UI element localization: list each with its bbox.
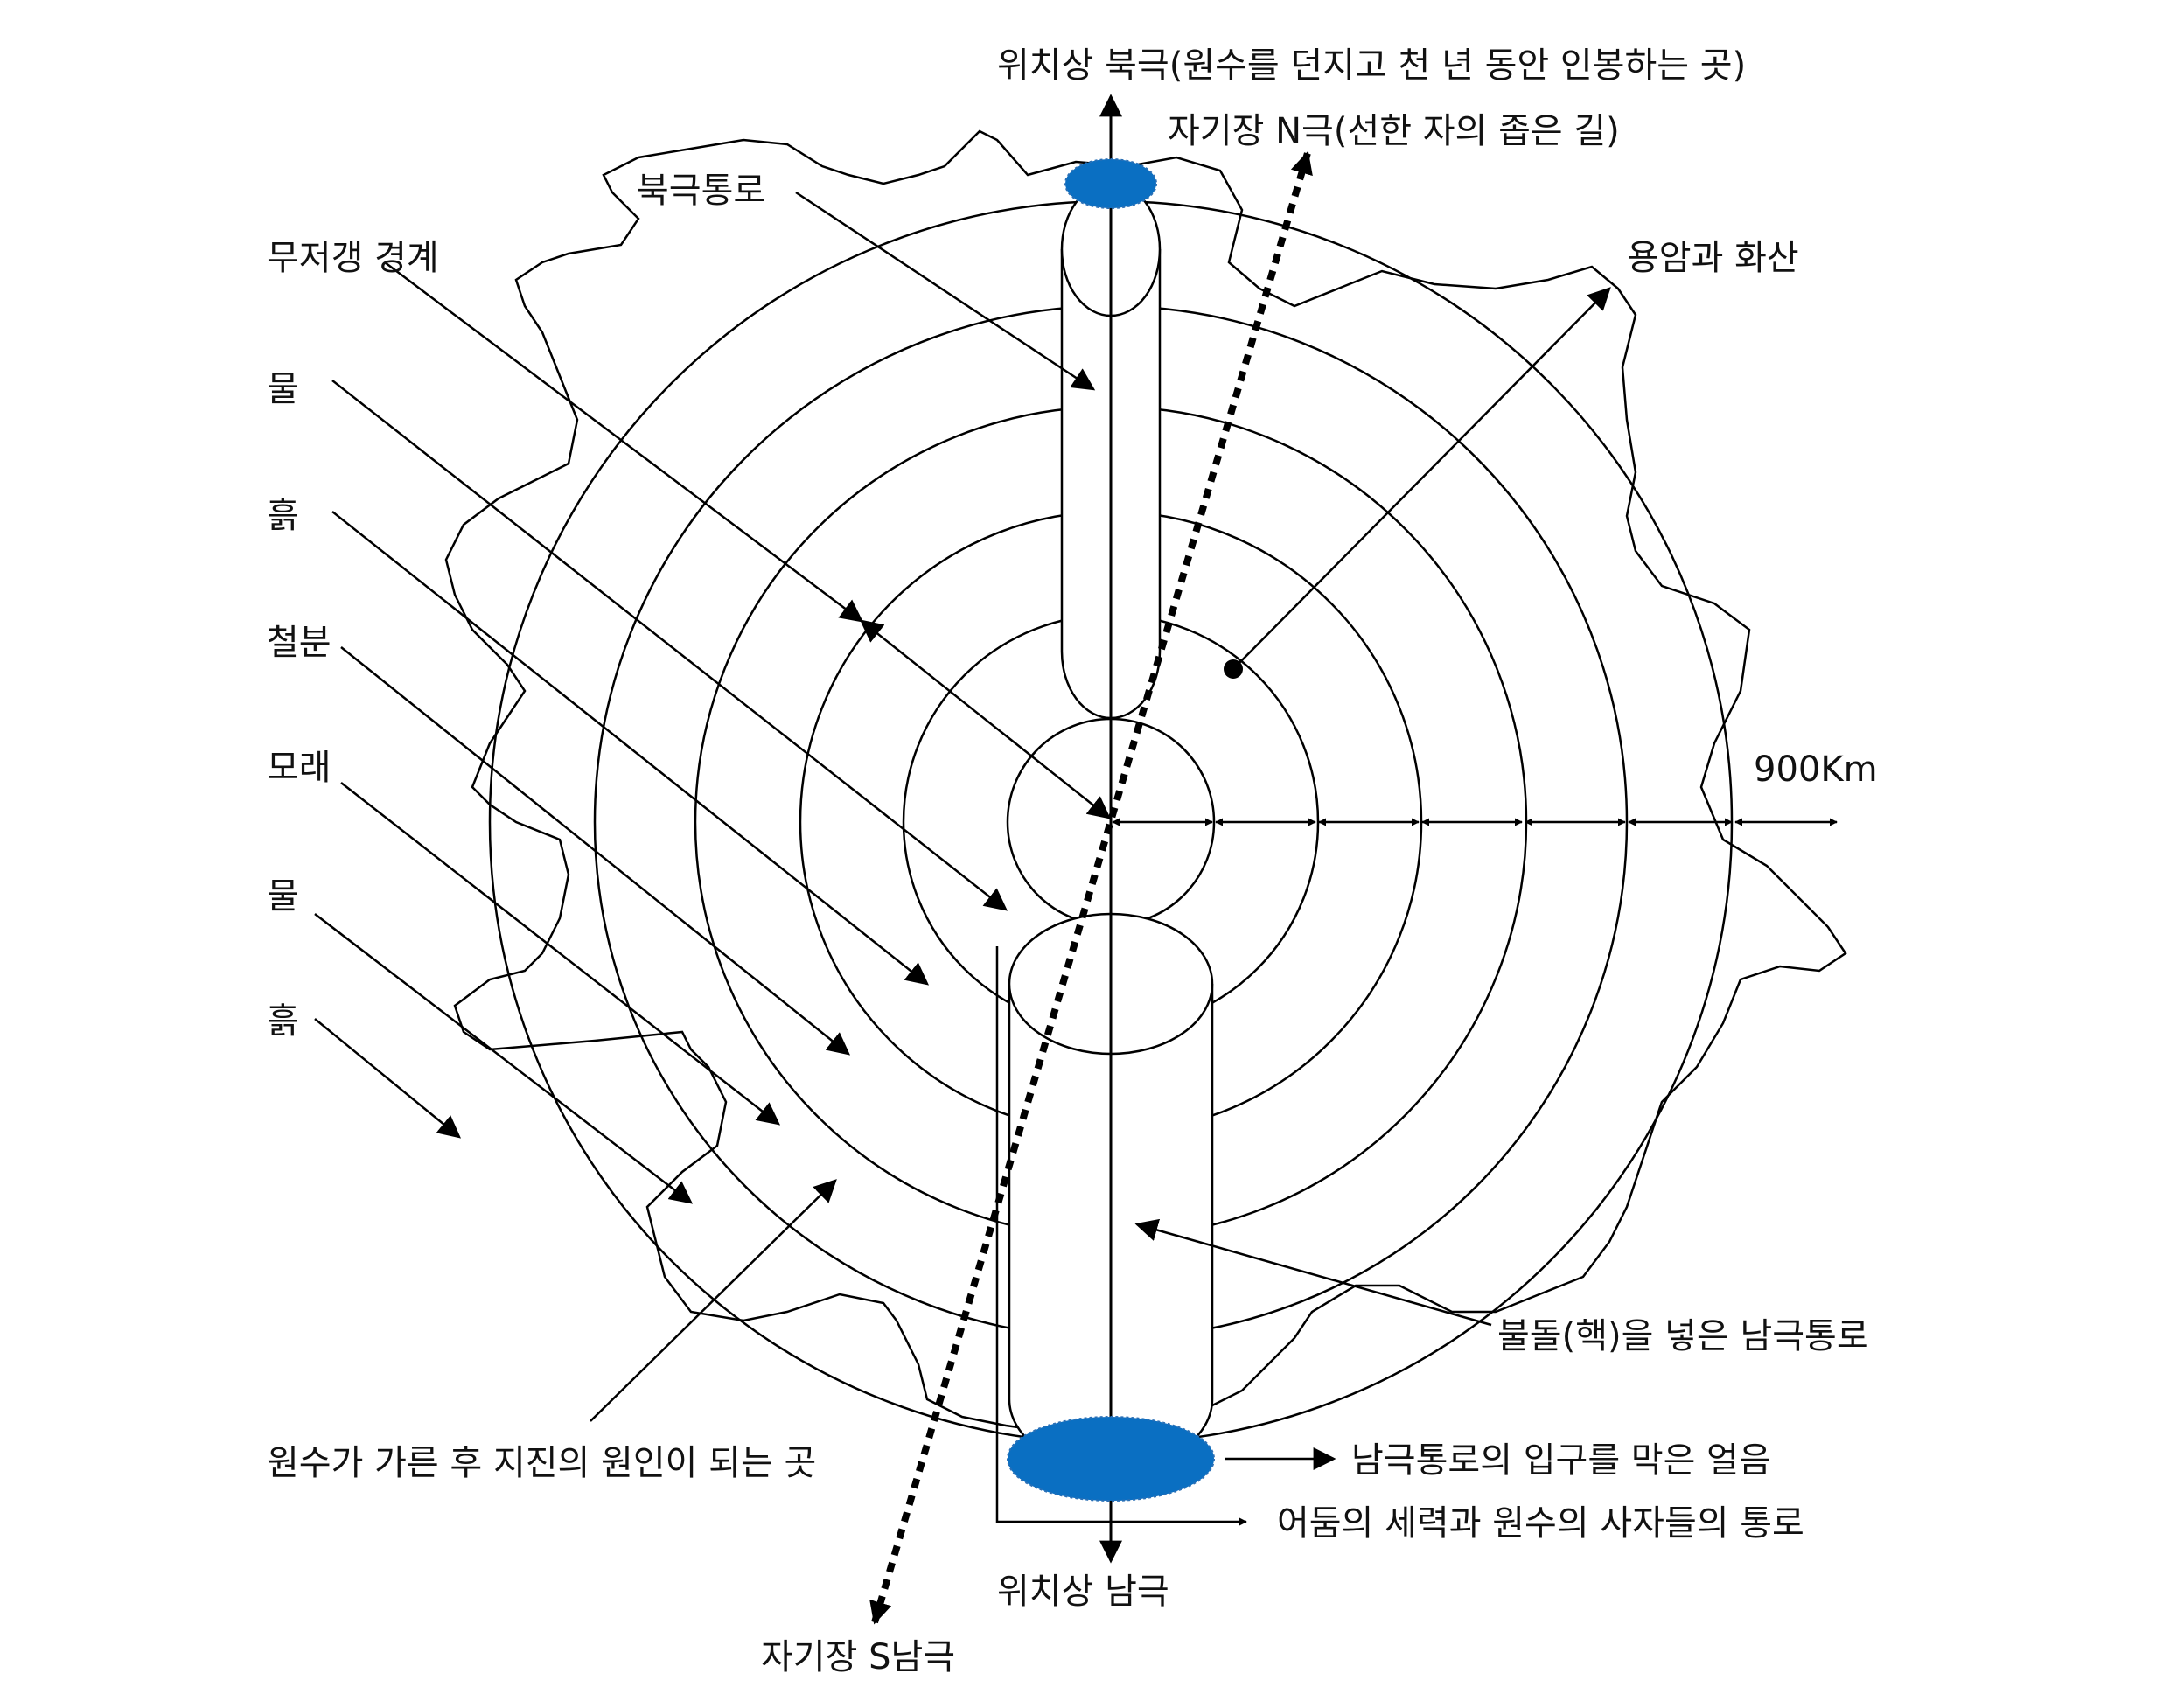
water-1-pointer bbox=[331, 380, 1008, 911]
dark-path-label: 어둠의 세력과 원수의 사자들의 통로 bbox=[1277, 1503, 1804, 1544]
north-passage-pointer bbox=[795, 191, 1096, 391]
magnetic-south-label: 자기장 S남극 bbox=[761, 1637, 956, 1677]
soil-2-label: 흙 bbox=[267, 1001, 299, 1042]
south-ice-label: 남극통로의 입구를 막은 얼음 bbox=[1351, 1440, 1771, 1481]
soil-2-pointer bbox=[314, 1018, 462, 1139]
soil-1-pointer bbox=[331, 511, 930, 986]
north-pole-label: 위치상 북극(원수를 던지고 천 년 동안 인봉하는 곳) bbox=[997, 45, 1747, 86]
magnetic-north-label: 자기장 N극(선한 자의 좁은 길) bbox=[1168, 111, 1620, 151]
radius-label: 900Km bbox=[1754, 749, 1878, 790]
north-passage-label: 북극통로 bbox=[637, 171, 766, 211]
volcano-pointer bbox=[1232, 287, 1611, 670]
abyss-boundary-pointer-inner bbox=[859, 619, 1112, 819]
south-pole-label: 위치상 남극 bbox=[997, 1572, 1169, 1612]
south-ice-cap bbox=[1007, 1416, 1215, 1502]
lava-volcano-label: 용암과 화산 bbox=[1627, 238, 1799, 278]
soil-1-label: 흙 bbox=[267, 496, 299, 536]
water-1-label: 물 bbox=[267, 369, 299, 409]
sand-label: 모래 bbox=[267, 748, 331, 788]
iron-pointer bbox=[340, 646, 851, 1056]
iron-label: 철분 bbox=[267, 623, 331, 663]
abyss-boundary-pointer bbox=[384, 261, 864, 623]
water-2-label: 물 bbox=[267, 876, 299, 917]
sand-pointer bbox=[340, 782, 781, 1126]
abyss-boundary-label: 무저갱 경계 bbox=[267, 238, 439, 278]
water-2-pointer bbox=[314, 913, 694, 1204]
north-ice-cap bbox=[1064, 158, 1157, 209]
earthquake-pointer bbox=[590, 1179, 837, 1422]
crust-outline bbox=[444, 129, 1847, 1436]
south-passage-pointer bbox=[1134, 1218, 1492, 1327]
earthquake-source-label: 원수가 가른 후 지진의 원인이 되는 곳 bbox=[267, 1443, 817, 1483]
south-passage-label: 불돌(핵)을 넣은 남극통로 bbox=[1497, 1316, 1869, 1356]
